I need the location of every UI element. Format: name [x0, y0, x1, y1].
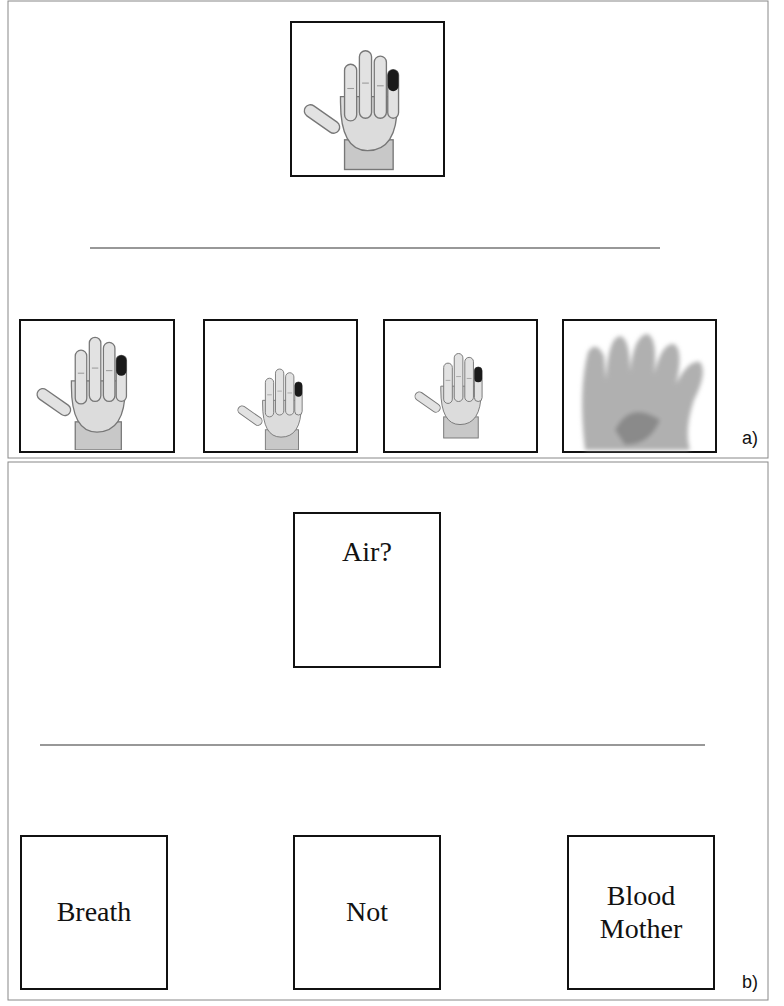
panel-label: b): [742, 972, 758, 993]
separator-line: [90, 247, 660, 248]
separator-line: [40, 744, 705, 745]
answer-box: Breath: [20, 835, 168, 990]
hand-picture: [236, 369, 302, 450]
picture-box: [384, 320, 537, 452]
blurred-hand: [582, 334, 703, 450]
panel-label: a): [742, 428, 758, 449]
picture-box: [204, 320, 357, 452]
box-text: Air?: [342, 536, 392, 568]
hand-picture: [302, 51, 399, 170]
answer-box: Air?: [293, 512, 441, 668]
box-text: Not: [346, 896, 388, 928]
picture-box: [20, 320, 174, 452]
answer-box: Blood Mother: [567, 835, 715, 990]
box-text: Breath: [57, 896, 132, 928]
hand-picture: [413, 354, 482, 438]
picture-box: [563, 320, 716, 452]
hand-picture: [35, 337, 127, 450]
box-text: Blood Mother: [577, 880, 705, 944]
picture-box: [291, 22, 444, 176]
panel-border: [8, 1, 768, 458]
panel-border: [8, 462, 768, 1000]
answer-box: Not: [293, 835, 441, 990]
